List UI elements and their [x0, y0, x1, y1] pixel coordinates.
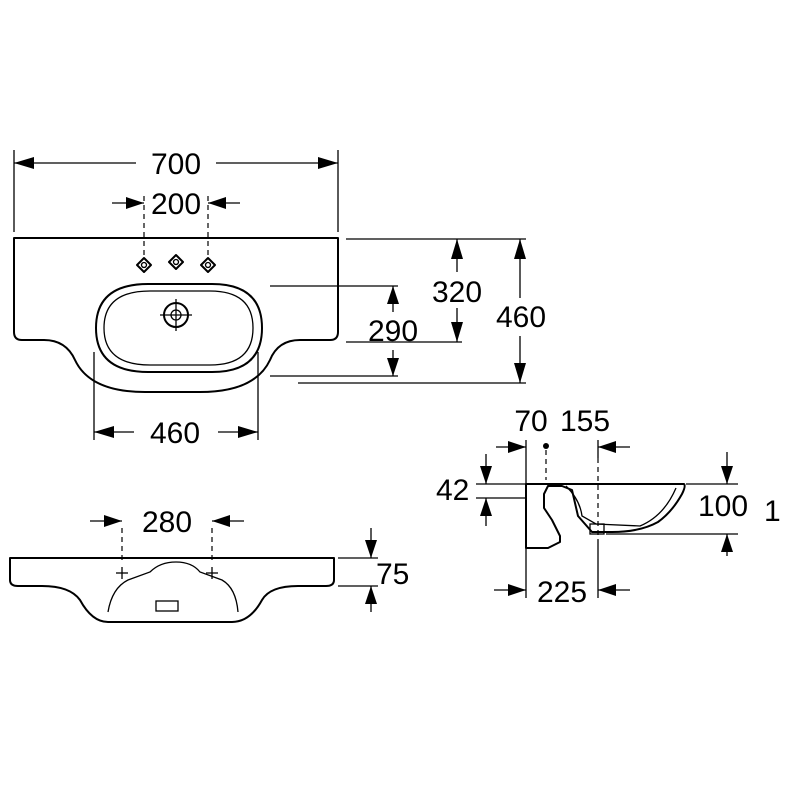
dim-height-42: 42 — [436, 474, 469, 507]
dim-bowl-depth: 290 — [368, 315, 418, 348]
drain-icon — [160, 299, 192, 331]
top-view: 700 200 320 460 290 — [13, 148, 546, 450]
tap-hole-icon — [200, 257, 216, 273]
basin-outline-top — [13, 237, 339, 393]
front-view: 280 75 — [9, 506, 409, 623]
bracket-icon — [116, 567, 128, 579]
bowl-outline — [95, 283, 263, 373]
bowl-profile-front — [107, 561, 239, 613]
dim-overall-width: 700 — [151, 148, 201, 181]
side-view: 70 155 42 100 1 225 — [436, 405, 781, 609]
tap-hole-icon — [168, 254, 184, 270]
dim-bowl-width: 460 — [150, 417, 200, 450]
tap-hole-icon — [136, 257, 152, 273]
dim-depth-to-bowl: 320 — [432, 276, 482, 309]
dim-tap-spacing: 200 — [151, 188, 201, 221]
dim-overall-depth: 460 — [496, 301, 546, 334]
dim-bracket-spacing: 280 — [142, 506, 192, 539]
basin-outline-side — [525, 483, 686, 549]
bowl-inner — [103, 290, 254, 366]
dim-cut-off-label: 1 — [764, 495, 781, 528]
dim-depth-225: 225 — [537, 576, 587, 609]
dim-offset-70: 70 — [514, 405, 547, 438]
dim-offset-155: 155 — [560, 405, 610, 438]
dim-rim-height: 75 — [376, 558, 409, 591]
basin-outline-front — [9, 557, 335, 623]
dim-height-100: 100 — [698, 490, 748, 523]
bracket-icon — [206, 567, 218, 579]
